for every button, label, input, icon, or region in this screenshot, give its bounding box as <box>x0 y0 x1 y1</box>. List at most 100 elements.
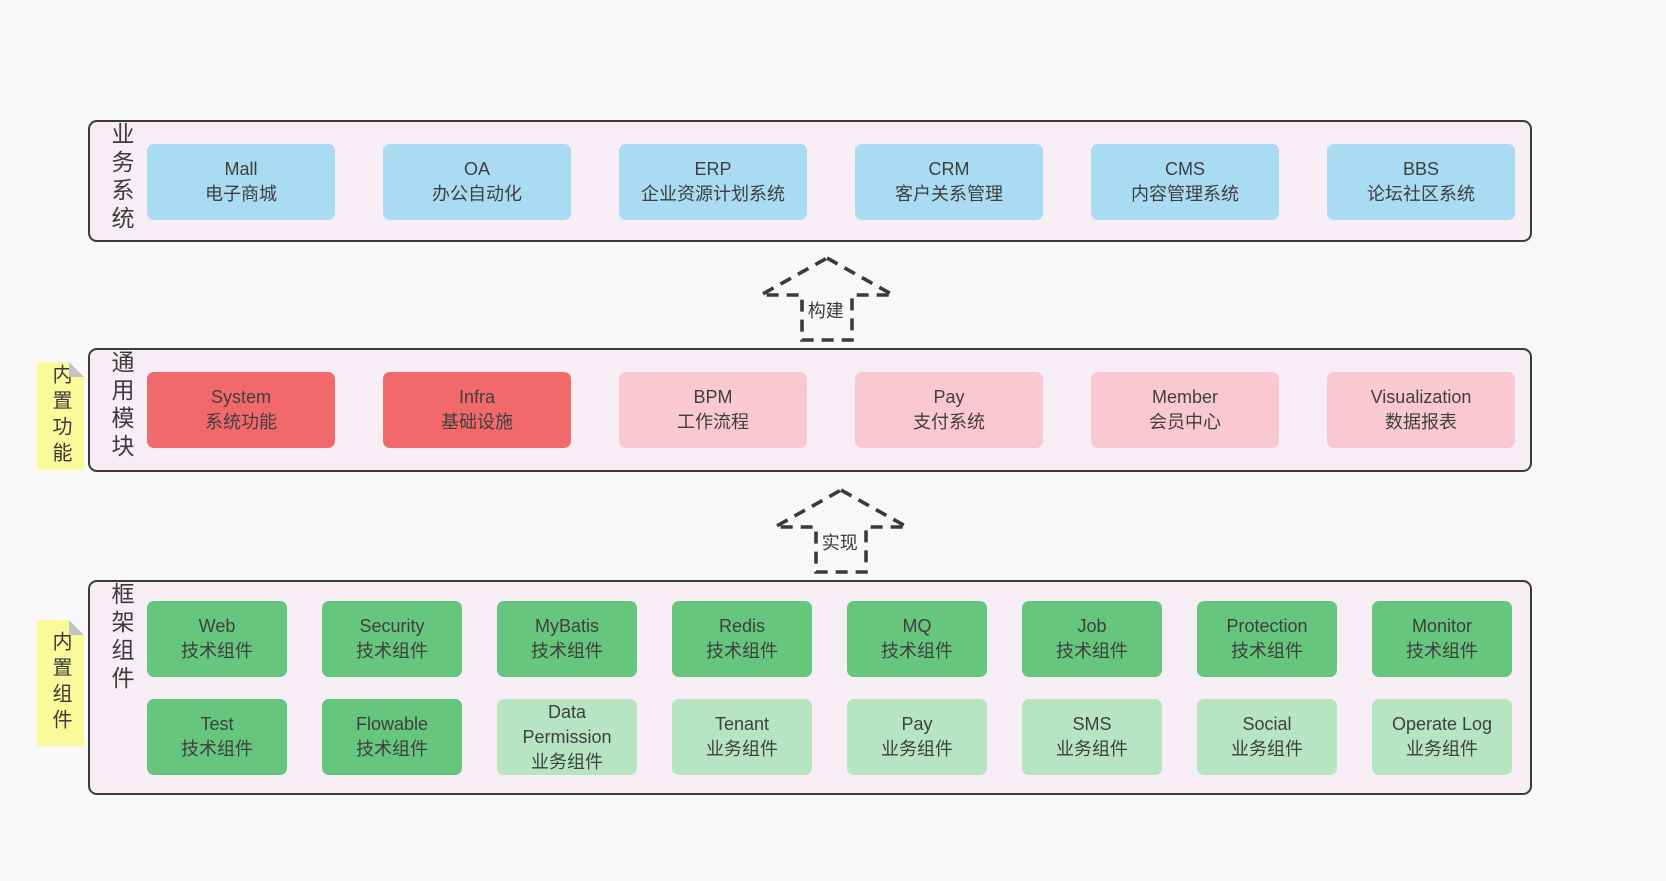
box-title: Social <box>1242 714 1292 734</box>
box-title: MQ <box>902 616 932 636</box>
box-title: SMS <box>1072 714 1112 734</box>
module-box-data-permission: Data Permission 业务组件 <box>497 699 637 775</box>
box-title: Pay <box>933 387 965 407</box>
box-title: Data Permission <box>522 701 612 747</box>
box-title: Visualization <box>1370 387 1472 407</box>
module-box-tenant: Tenant 业务组件 <box>672 699 812 775</box>
module-box-oa: OA 办公自动化 <box>383 144 571 220</box>
box-subtitle: 系统功能 <box>205 412 277 432</box>
arrow-build: 构建 <box>757 255 897 343</box>
module-box-bpm: BPM 工作流程 <box>619 372 807 448</box>
sticky-note-text: 内置组件 <box>49 631 71 735</box>
box-subtitle: 办公自动化 <box>432 184 522 204</box>
box-subtitle: 论坛社区系统 <box>1367 184 1475 204</box>
box-subtitle: 业务组件 <box>881 739 953 759</box>
box-subtitle: 技术组件 <box>1231 641 1303 661</box>
box-subtitle: 工作流程 <box>677 412 749 432</box>
box-title: OA <box>463 159 490 179</box>
box-subtitle: 业务组件 <box>706 739 778 759</box>
module-box-pay: Pay 业务组件 <box>847 699 987 775</box>
box-title: Security <box>359 616 425 636</box>
module-box-pay: Pay 支付系统 <box>855 372 1043 448</box>
arrow-up-dashed-icon <box>757 255 897 342</box>
box-subtitle: 基础设施 <box>441 412 513 432</box>
layer-label-business-systems: 业务系统 <box>108 122 134 234</box>
box-title: Operate Log <box>1391 714 1493 734</box>
box-title: CMS <box>1165 159 1205 179</box>
box-title: Monitor <box>1411 616 1473 636</box>
box-subtitle: 技术组件 <box>181 739 253 759</box>
box-title: Redis <box>718 616 766 636</box>
box-subtitle: 技术组件 <box>181 641 253 661</box>
module-box-system: System 系统功能 <box>147 372 335 448</box>
box-subtitle: 内容管理系统 <box>1131 184 1239 204</box>
layer-label-common-modules: 通用模块 <box>108 350 134 462</box>
box-subtitle: 技术组件 <box>1406 641 1478 661</box>
module-box-mq: MQ 技术组件 <box>847 601 987 677</box>
box-subtitle: 支付系统 <box>913 412 985 432</box>
box-title: Mall <box>224 159 258 179</box>
module-box-protection: Protection 技术组件 <box>1197 601 1337 677</box>
layer-common-modules: 通用模块 System 系统功能 Infra 基础设施 BPM 工作流程 Pay 支付系统 Me… <box>88 348 1532 472</box>
module-box-visualization: Visualization 数据报表 <box>1327 372 1515 448</box>
sticky-note-text: 内置功能 <box>49 364 71 468</box>
module-box-test: Test 技术组件 <box>147 699 287 775</box>
arrow-up-dashed-icon <box>771 487 911 574</box>
box-subtitle: 技术组件 <box>356 739 428 759</box>
common-modules-box-row: System 系统功能 Infra 基础设施 BPM 工作流程 Pay 支付系统 Member 会… <box>147 350 1516 470</box>
module-box-cms: CMS 内容管理系统 <box>1091 144 1279 220</box>
module-box-sms: SMS 业务组件 <box>1022 699 1162 775</box>
box-subtitle: 数据报表 <box>1385 412 1457 432</box>
box-title: Job <box>1077 616 1107 636</box>
box-subtitle: 技术组件 <box>881 641 953 661</box>
box-title: Flowable <box>355 714 429 734</box>
module-box-flowable: Flowable 技术组件 <box>322 699 462 775</box>
box-subtitle: 会员中心 <box>1149 412 1221 432</box>
module-box-monitor: Monitor 技术组件 <box>1372 601 1512 677</box>
box-subtitle: 技术组件 <box>531 641 603 661</box>
module-box-mybatis: MyBatis 技术组件 <box>497 601 637 677</box>
box-title: Protection <box>1226 616 1308 636</box>
box-subtitle: 业务组件 <box>1056 739 1128 759</box>
box-title: Pay <box>901 714 933 734</box>
box-subtitle: 企业资源计划系统 <box>641 184 785 204</box>
box-title: Test <box>200 714 234 734</box>
module-box-mall: Mall 电子商城 <box>147 144 335 220</box>
module-box-web: Web 技术组件 <box>147 601 287 677</box>
box-subtitle: 业务组件 <box>1406 739 1478 759</box>
module-box-social: Social 业务组件 <box>1197 699 1337 775</box>
module-box-redis: Redis 技术组件 <box>672 601 812 677</box>
arrow-build-label: 构建 <box>804 297 847 323</box>
box-title: Tenant <box>714 714 770 734</box>
arrow-implement-label: 实现 <box>818 529 861 555</box>
sticky-note-built-in-components: 内置组件 <box>37 620 84 746</box>
box-subtitle: 技术组件 <box>706 641 778 661</box>
box-title: System <box>210 387 271 407</box>
module-box-infra: Infra 基础设施 <box>383 372 571 448</box>
module-box-job: Job 技术组件 <box>1022 601 1162 677</box>
box-subtitle: 业务组件 <box>1231 739 1303 759</box>
arrow-implement: 实现 <box>771 487 911 575</box>
box-title: Member <box>1151 387 1218 407</box>
module-box-erp: ERP 企业资源计划系统 <box>619 144 807 220</box>
layer-label-framework-components: 框架组件 <box>108 582 134 694</box>
box-subtitle: 电子商城 <box>205 184 277 204</box>
box-title: ERP <box>694 159 732 179</box>
box-title: Infra <box>458 387 496 407</box>
box-title: MyBatis <box>534 616 599 636</box>
module-box-operate-log: Operate Log 业务组件 <box>1372 699 1512 775</box>
box-title: CRM <box>928 159 970 179</box>
box-subtitle: 业务组件 <box>531 751 603 772</box>
box-subtitle: 技术组件 <box>1056 641 1128 661</box>
sticky-note-built-in-features: 内置功能 <box>37 362 84 470</box>
box-title: BPM <box>693 387 733 407</box>
box-title: Web <box>198 616 236 636</box>
